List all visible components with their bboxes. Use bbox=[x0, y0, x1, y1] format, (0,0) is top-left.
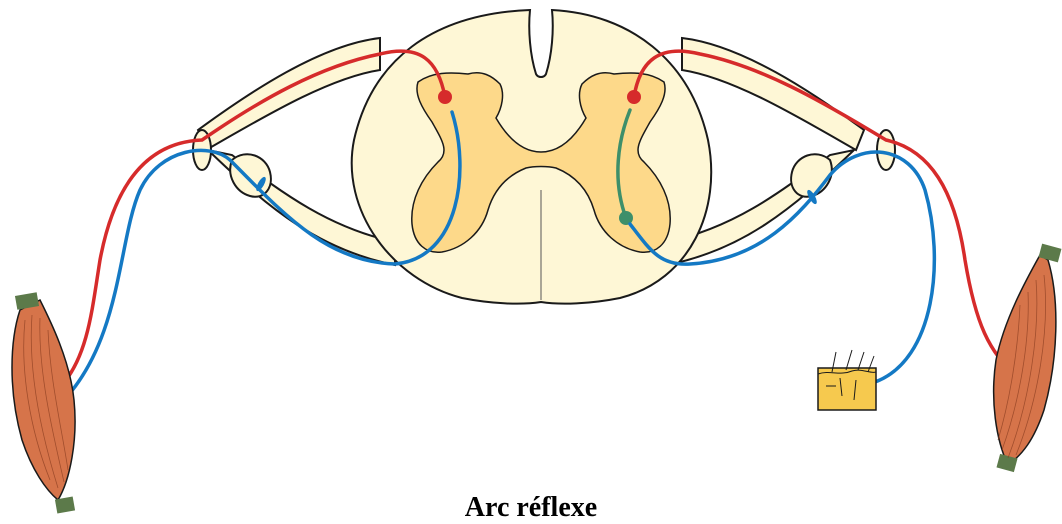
right-motor-neuron-body bbox=[627, 90, 641, 104]
right-dorsal-ganglion bbox=[791, 154, 832, 197]
diagram-title: Arc réflexe bbox=[0, 492, 1062, 524]
skin-patch bbox=[818, 350, 876, 410]
left-dorsal-root bbox=[198, 38, 380, 150]
left-dorsal-ganglion bbox=[230, 154, 271, 197]
left-motor-neuron-body bbox=[438, 90, 452, 104]
left-muscle-belly bbox=[12, 300, 75, 500]
right-muscle-belly bbox=[994, 255, 1056, 465]
right-muscle bbox=[994, 244, 1062, 472]
skin-block bbox=[818, 368, 876, 410]
left-muscle bbox=[12, 292, 75, 513]
